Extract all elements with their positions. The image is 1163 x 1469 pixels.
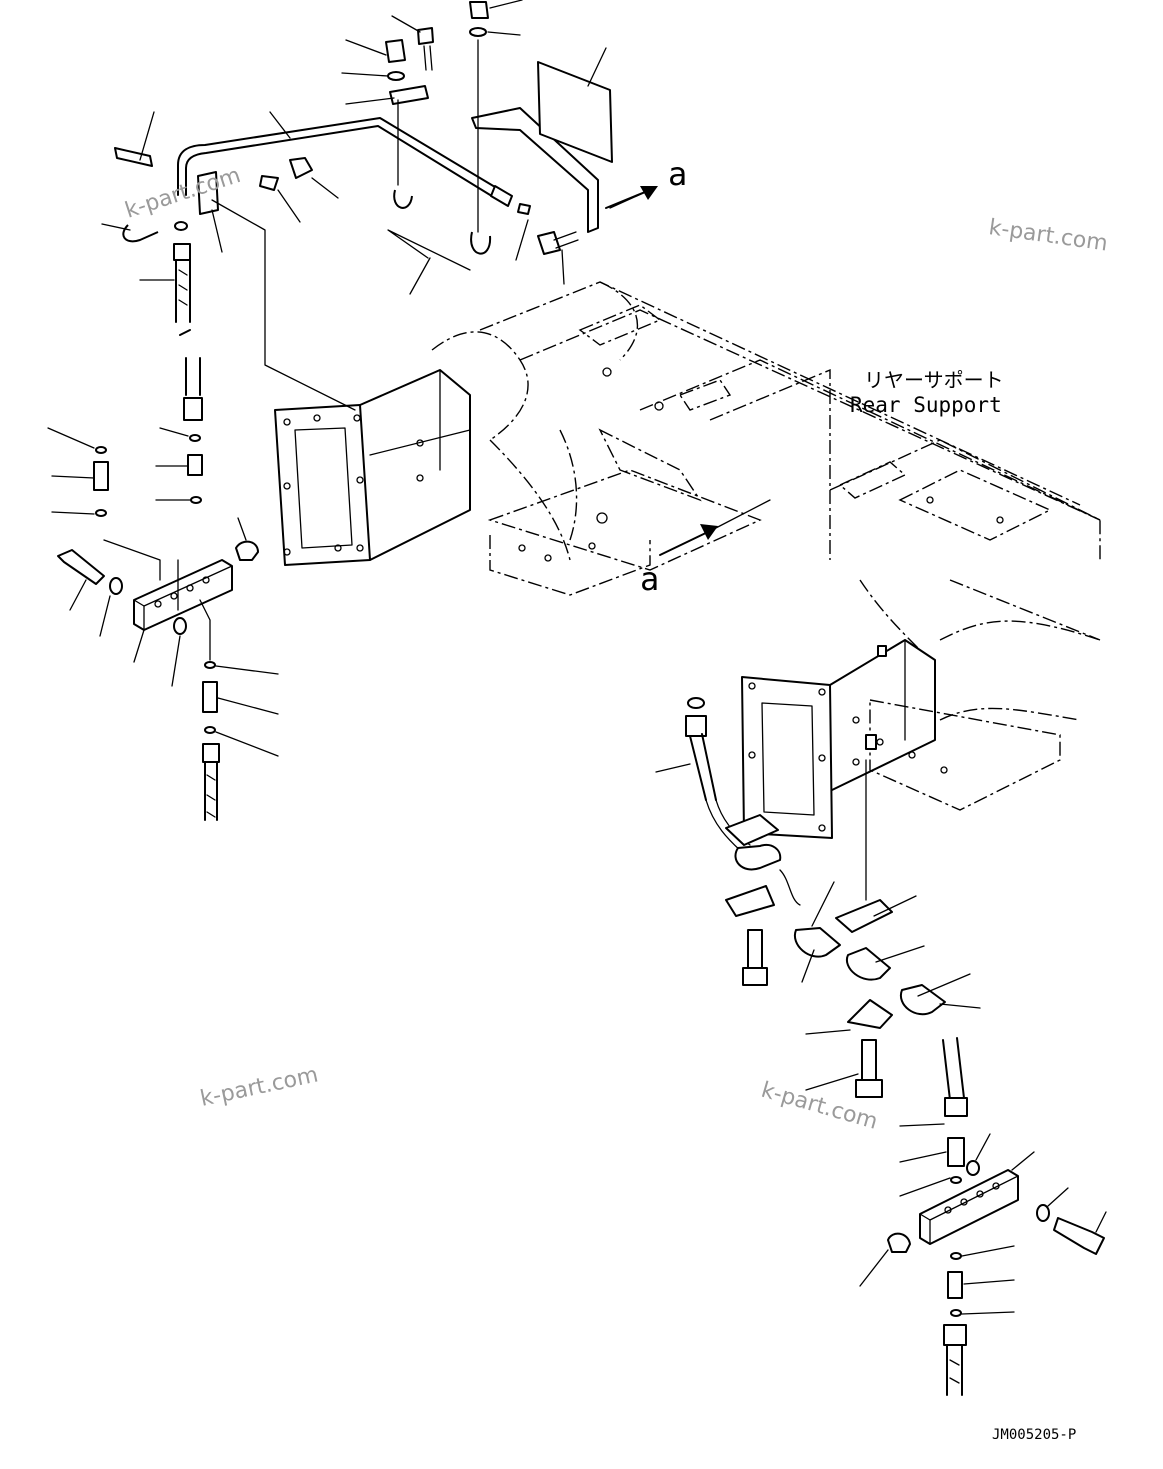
upper-flange-block bbox=[274, 369, 471, 566]
watermark: k-part.com bbox=[122, 163, 244, 224]
rear-support-label-jp: リヤーサポート bbox=[864, 368, 1004, 392]
watermark: k-part.com bbox=[987, 215, 1109, 256]
upper-hose-manifold bbox=[57, 199, 356, 821]
lower-flange-block bbox=[741, 639, 936, 839]
arrow-a-bottom: a bbox=[640, 499, 771, 598]
leader-lines bbox=[47, 0, 1107, 1315]
rear-support-label-en: Rear Support bbox=[850, 393, 1002, 417]
arrow-label-a-top: a bbox=[668, 155, 687, 193]
watermark: k-part.com bbox=[198, 1063, 320, 1112]
arrow-label-a-bottom: a bbox=[640, 560, 659, 598]
top-tube-assembly bbox=[114, 1, 651, 255]
rear-support-frame bbox=[431, 281, 1101, 811]
lower-hose-manifold bbox=[685, 697, 1105, 1396]
drawing-code: JM005205-P bbox=[992, 1427, 1076, 1443]
arrow-a-top: a bbox=[605, 155, 687, 209]
